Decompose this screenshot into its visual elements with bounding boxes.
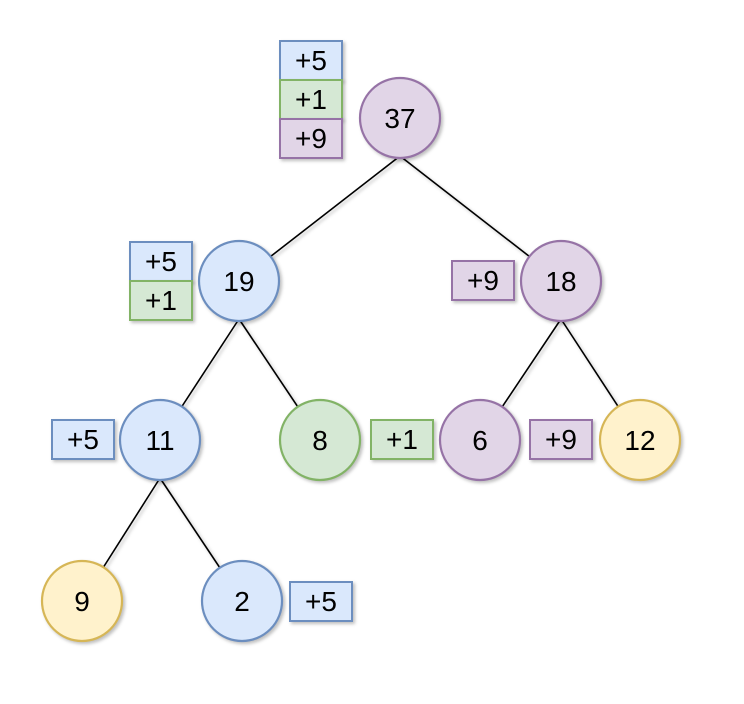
node-value: 18 bbox=[545, 266, 576, 297]
badge-text: +5 bbox=[145, 246, 177, 277]
node-circle bbox=[358, 76, 442, 160]
node-value: 9 bbox=[74, 586, 90, 617]
node-value: 11 bbox=[145, 425, 174, 456]
badge-19-plus5: +5 bbox=[129, 241, 193, 282]
node-11: 11 bbox=[118, 398, 202, 482]
node-circle bbox=[40, 559, 124, 643]
badge-rect bbox=[451, 260, 515, 301]
badge-rect bbox=[51, 419, 115, 460]
badge-rect bbox=[129, 280, 193, 321]
node-value: 8 bbox=[312, 425, 328, 456]
badge-rect bbox=[279, 40, 343, 81]
badge-37-plus1: +1 bbox=[279, 79, 343, 120]
node-12: 12 bbox=[598, 398, 682, 482]
badge-rect bbox=[289, 581, 353, 622]
badge-19-plus1: +1 bbox=[129, 280, 193, 321]
node-circle bbox=[197, 239, 281, 323]
badge-text: +5 bbox=[295, 45, 327, 76]
node-circle bbox=[278, 398, 362, 482]
badge-rect bbox=[370, 419, 434, 460]
node-value: 19 bbox=[223, 266, 254, 297]
badge-text: +5 bbox=[67, 424, 99, 455]
badge-37-plus5: +5 bbox=[279, 40, 343, 81]
badge-6-plus9: +9 bbox=[529, 419, 593, 460]
badge-rect bbox=[529, 419, 593, 460]
nodes-layer: 37 19 18 11 8 6 bbox=[40, 76, 682, 643]
node-value: 6 bbox=[472, 425, 488, 456]
badge-text: +9 bbox=[545, 424, 577, 455]
badge-text: +5 bbox=[305, 586, 337, 617]
node-circle bbox=[519, 239, 603, 323]
badge-text: +1 bbox=[386, 424, 418, 455]
badge-11-plus5: +5 bbox=[51, 419, 115, 460]
node-18: 18 bbox=[519, 239, 603, 323]
node-circle bbox=[438, 398, 522, 482]
node-37: 37 bbox=[358, 76, 442, 160]
badge-37-plus9: +9 bbox=[279, 118, 343, 159]
edges-layer bbox=[81, 155, 641, 602]
badge-rect bbox=[129, 241, 193, 282]
badge-rect bbox=[279, 118, 343, 159]
node-9: 9 bbox=[40, 559, 124, 643]
badges-layer: +5 +1 +9 +5 +1 +9 bbox=[51, 40, 593, 622]
badge-2-plus5: +5 bbox=[289, 581, 353, 622]
node-circle bbox=[200, 559, 284, 643]
node-8: 8 bbox=[278, 398, 362, 482]
node-2: 2 bbox=[200, 559, 284, 643]
badge-8-plus1: +1 bbox=[370, 419, 434, 460]
node-circle bbox=[598, 398, 682, 482]
badge-text: +1 bbox=[295, 84, 327, 115]
node-value: 12 bbox=[624, 425, 655, 456]
badge-text: +9 bbox=[467, 265, 499, 296]
node-circle bbox=[118, 398, 202, 482]
node-6: 6 bbox=[438, 398, 522, 482]
badge-18-plus9: +9 bbox=[451, 260, 515, 301]
badge-text: +9 bbox=[295, 123, 327, 154]
badge-text: +1 bbox=[145, 285, 177, 316]
node-19: 19 bbox=[197, 239, 281, 323]
node-value: 37 bbox=[384, 103, 415, 134]
node-value: 2 bbox=[234, 586, 250, 617]
